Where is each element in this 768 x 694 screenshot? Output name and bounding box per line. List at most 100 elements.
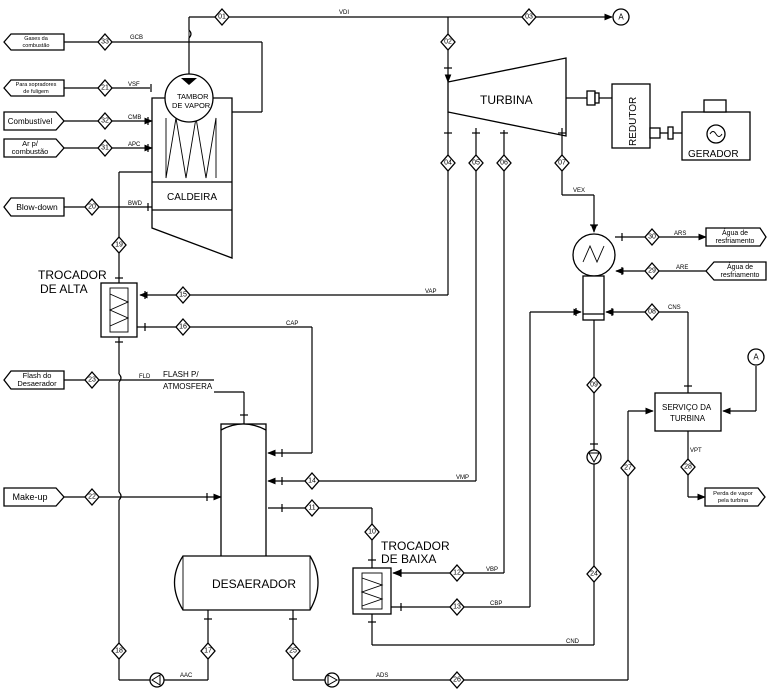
terminals: Gases da combustão Para sopradores de fu… (3, 33, 767, 507)
term-combustivel (3, 111, 65, 131)
stream-number-markers: 01 02 03 04 05 06 07 08 09 10 11 12 13 1… (84, 8, 696, 689)
term-perda (704, 487, 766, 507)
desaerador: DESAERADOR (173, 423, 319, 611)
trocador-baixa-label-1: TROCADOR (381, 539, 450, 553)
shaft-coupling (566, 90, 612, 106)
pump-cnd (586, 449, 602, 465)
term-flash-2: Desaerador (17, 379, 57, 388)
stream-09-label: 09 (590, 382, 598, 389)
stream-16: 16 (175, 318, 191, 336)
tag-cns: CNS (668, 305, 681, 311)
connector-a-right-label: A (753, 353, 759, 362)
tag-bwd: BWD (128, 201, 143, 207)
stream-26: 26 (449, 671, 465, 689)
stream-02: 02 (440, 33, 456, 51)
stream-03: 03 (521, 8, 537, 26)
caldeira-label: CALDEIRA (167, 192, 217, 203)
stream-11-label: 11 (308, 505, 315, 512)
stream-26-label: 26 (453, 677, 461, 684)
servico-label-1: SERVIÇO DA (662, 403, 712, 412)
stream-08: 08 (644, 303, 660, 321)
stream-05-label: 05 (472, 160, 480, 167)
term-perda-1: Perda de vapor (713, 491, 753, 497)
stream-27-label: 27 (624, 465, 632, 472)
stream-31: 31 (97, 139, 113, 157)
stream-32: 32 (97, 112, 113, 130)
stream-21-label: 21 (101, 85, 109, 92)
connector-a-top: A (612, 8, 630, 26)
stream-19: 19 (111, 236, 127, 254)
stream-20: 20 (84, 198, 100, 216)
term-makeup-label: Make-up (12, 492, 47, 502)
stream-31-label: 31 (101, 145, 109, 152)
tag-apc: APC (128, 142, 141, 148)
stream-06-label: 06 (500, 160, 508, 167)
tag-fld: FLD (139, 374, 151, 380)
term-ar (3, 138, 65, 158)
stream-13-label: 13 (453, 604, 461, 611)
stream-13: 13 (449, 598, 465, 616)
stream-19-label: 19 (115, 242, 123, 249)
stream-12-label: 12 (453, 570, 461, 577)
tag-cap: CAP (286, 321, 298, 327)
term-are-2: resfriamento (721, 272, 760, 279)
gerador-label: GERADOR (688, 149, 739, 160)
flanges (115, 67, 692, 623)
tag-vpt: VPT (690, 448, 702, 454)
stream-06: 06 (496, 154, 512, 172)
tag-cmb: CMB (128, 115, 141, 121)
stream-28-label: 28 (684, 464, 692, 471)
term-perda-2: pela turbina (718, 498, 749, 504)
stream-15: 15 (175, 286, 191, 304)
stream-25-label: 25 (289, 648, 297, 655)
stream-22-label: 22 (88, 494, 96, 501)
desaerador-label: DESAERADOR (212, 577, 296, 591)
servico-label-2: TURBINA (670, 414, 706, 423)
term-flash (3, 370, 65, 390)
tag-cbp: CBP (490, 601, 502, 607)
stream-18-label: 18 (115, 648, 123, 655)
stream-04: 04 (440, 154, 456, 172)
trocador-de-baixa: TROCADOR DE BAIXA (352, 539, 450, 615)
term-blowdown-label: Blow-down (16, 202, 58, 212)
stream-20-label: 20 (88, 204, 96, 211)
connector-a-right: A (747, 348, 765, 366)
stream-30-label: 30 (648, 234, 656, 241)
tag-cnd: CND (566, 639, 580, 645)
tag-ars: ARS (674, 231, 686, 237)
stream-18: 18 (111, 642, 127, 660)
stream-07-label: 07 (558, 160, 566, 167)
servico-da-turbina: SERVIÇO DA TURBINA (654, 392, 722, 432)
stream-07: 07 (554, 154, 570, 172)
tag-vex: VEX (573, 188, 585, 194)
stream-16-label: 16 (179, 324, 187, 331)
term-combustivel-label: Combustível (8, 117, 53, 126)
stream-14: 14 (304, 472, 320, 490)
term-ars (705, 227, 767, 247)
stream-14-label: 14 (308, 478, 316, 485)
stream-24-label: 24 (590, 571, 598, 578)
stream-29-label: 29 (648, 268, 656, 275)
tag-are: ARE (676, 265, 688, 271)
tambor-level-icon (181, 78, 197, 85)
stream-28: 28 (680, 458, 696, 476)
term-flash-1: Flash do (23, 371, 52, 380)
stream-27: 27 (620, 459, 636, 477)
tag-aac: AAC (180, 673, 193, 679)
tag-gcb: GCB (130, 35, 143, 41)
stream-05: 05 (468, 154, 484, 172)
trocador-alta-label-2: DE ALTA (40, 282, 88, 296)
term-gases (3, 33, 65, 51)
flash-atm-label-1: FLASH P/ (163, 370, 199, 379)
redutor: REDUTOR (611, 83, 682, 149)
term-are-1: Água de (727, 262, 753, 271)
stream-29: 29 (644, 262, 660, 280)
term-gases-2: combustão (23, 43, 50, 49)
stream-tags: VDI GCB VSF CMB APC BWD VAP CAP FLD VMP … (128, 10, 702, 679)
stream-30: 30 (644, 228, 660, 246)
stream-09: 09 (586, 376, 602, 394)
term-ars-1: Água de (722, 228, 748, 237)
stream-01: 01 (214, 8, 230, 26)
stream-24: 24 (586, 565, 602, 583)
